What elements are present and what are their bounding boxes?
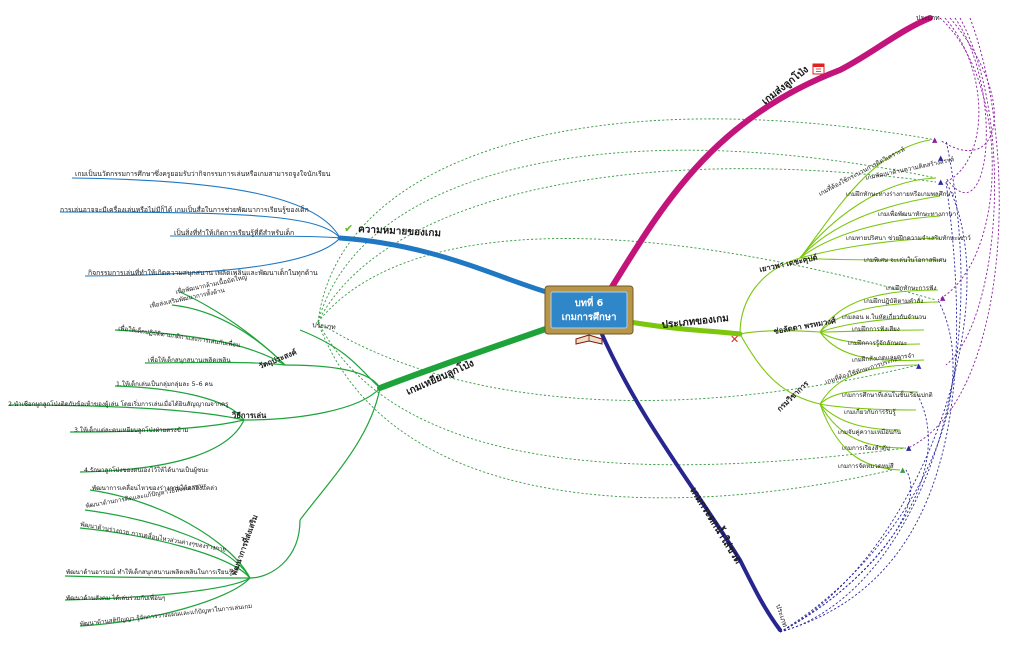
book-icon	[575, 334, 603, 345]
objectives-items: เพื่อพัฒนากล้ามเนื้อมัดใหญ่ เพื่อส่งเสริ…	[118, 272, 248, 364]
meaning-title: ความหมายของเกม	[358, 224, 441, 239]
arrow-icon: ▲	[906, 444, 912, 452]
types-item[interactable]: เกมฝึกการรู้จักลักษณะ	[848, 339, 907, 347]
arrow-icon: ▲	[900, 466, 906, 474]
types-item[interactable]: เกมลอน ผ.ในหัดเกี่ยวกับจำนวน	[842, 313, 927, 321]
chair-game-type-label: ประเภท	[916, 14, 940, 22]
arrow-icon: ▲	[940, 294, 946, 302]
types-item[interactable]: เกมฝึกการฟังเสียง	[852, 325, 900, 333]
development-items: พัฒนาการเคลื่อนไหวของร่างกายให้คล่องแคล่…	[66, 481, 253, 628]
development-item[interactable]: พัฒนาด้านอารมณ์ ทำให้เด็กสนุกสนานเพลิดเพ…	[66, 567, 233, 576]
types-item[interactable]: เกมพิเศษ จะเล่นในโอกาสพิเศษ	[864, 256, 947, 264]
branch-line-cloth-game	[598, 328, 782, 632]
meaning-items: เกมเป็นนวัตกรรมการศึกษาซึ่งครูยอมรับว่าก…	[60, 169, 331, 277]
types-group-author[interactable]: กรมวิชาการ	[775, 378, 811, 413]
meaning-item[interactable]: เป็นสิ่งที่ทำให้เกิดการเรียนรู้ที่ดีสำหร…	[174, 228, 294, 237]
types-item[interactable]: เกมเกี่ยวกับการรับรู้	[844, 408, 896, 416]
meaning-item[interactable]: เกมเป็นนวัตกรรมการศึกษาซึ่งครูยอมรับว่าก…	[75, 169, 331, 178]
check-icon: ✔	[344, 222, 353, 235]
development-item[interactable]: พัฒนาด้านสังคม ได้เล่นร่วมกับเพื่อนๆ	[66, 594, 165, 602]
meaning-item[interactable]: การเล่นอาจจะมีเครื่องเล่นหรือไม่มีก็ได้ …	[60, 205, 309, 214]
development-item[interactable]: พัฒนาด้านสติปัญญา รู้จักการวางแผนและแก้ป…	[79, 602, 252, 628]
ball-game-sublines	[9, 291, 381, 627]
arrow-icon: ▲	[938, 178, 944, 186]
types-item[interactable]: เกมฝึกทักษะการฟัง	[886, 285, 937, 292]
how-to-play-item[interactable]: 4.รักษาลูกโป่งของตนเองไว้ให้ได้นานเป็นผู…	[84, 465, 209, 474]
branch-line-chair-game	[607, 15, 933, 293]
objectives-title[interactable]: วัตถุประสงค์	[257, 347, 298, 371]
center-node[interactable]: บทที่ 6 เกมการศึกษา	[544, 285, 634, 345]
arrow-icon: ▲	[932, 136, 938, 144]
types-group-items: เกมที่ต้องใช้ทักษะการประกอบ เกมการศึกษาท…	[824, 354, 932, 470]
relationship-lines	[317, 17, 1000, 633]
how-to-play-title[interactable]: วิธีการเล่น	[231, 411, 267, 420]
development-item[interactable]: พัฒนาการเคลื่อนไหวของร่างกายให้คล่องแคล่…	[92, 484, 217, 492]
center-title-line2: เกมการศึกษา	[562, 311, 617, 323]
objective-item[interactable]: เพื่อให้เด็กสนุกสนานเพลิดเพลิน	[148, 355, 231, 364]
types-group-items: เกมฝึกทักษะการฟัง เกมฝึกปฏิบัติตามคำสั่ง…	[842, 285, 937, 364]
meaning-item[interactable]: กิจกรรมการเล่นที่ทำให้เกิดความสนุกสนาน เ…	[88, 268, 318, 277]
ball-game-type-label: ประเภท	[312, 321, 337, 331]
meaning-branch-title[interactable]: ✔ ความหมายของเกม	[344, 222, 441, 239]
branch-line-meaning	[337, 235, 563, 299]
arrow-icon: ▲	[938, 154, 944, 162]
branch-line-types	[627, 319, 743, 337]
types-group-author[interactable]: เยาวพา เดชะคุปต์	[759, 253, 819, 275]
types-item[interactable]: เกมเพื่อพัฒนาทักษะทางภาษา	[878, 210, 956, 218]
types-item[interactable]: เกมทายปริศนา ช่วยฝึกความจำเสริมทักษะเชาว…	[846, 234, 971, 242]
main-branches	[337, 15, 933, 632]
cross-icon: ✕	[730, 333, 739, 346]
types-item[interactable]: เกมการศึกษาที่เล่นในชั้นเรียนปกติ	[842, 390, 933, 399]
center-title-line1: บทที่ 6	[575, 295, 604, 309]
types-group-author[interactable]: ช่อลัดดา พรหมวงศ์	[773, 316, 837, 336]
arrowheads: ▲ ▲ ▲ ▲ ▲ ▲ ▲	[900, 136, 946, 474]
types-sublines	[739, 139, 941, 471]
calendar-icon	[812, 63, 825, 75]
how-to-play-item[interactable]: 3.ให้เด็กแต่ละคนเหยียบลูกโป่งฝ่ายตรงข้าม	[74, 425, 188, 434]
types-item[interactable]: เกมการจัดหมวดหมู่สี	[838, 462, 894, 470]
development-item[interactable]: พัฒนาด้านร่างกาย การเคลื่อนไหวส่วนต่างๆข…	[80, 520, 227, 554]
objective-item[interactable]: เพื่อให้เด็กปฏิบัติตามกติกาและการเล่นกับ…	[118, 323, 242, 349]
arrow-icon: ▲	[916, 362, 922, 370]
branch-line-ball-game	[377, 321, 563, 391]
types-item[interactable]: เกมฝึกปฏิบัติตามคำสั่ง	[864, 297, 923, 305]
how-to-play-item[interactable]: 1.ให้เด็กเล่นเป็นกลุ่มกลุ่มละ 5–6 คน	[116, 379, 214, 388]
types-item[interactable]: เกมจับคู่ความเหมือนกัน	[838, 428, 902, 436]
how-to-play-items: 1.ให้เด็กเล่นเป็นกลุ่มกลุ่มละ 5–6 คน 2.น…	[8, 379, 229, 474]
types-item[interactable]: เกมฝึกสังเกตและการจำ	[852, 353, 915, 364]
how-to-play-item[interactable]: 2.นำเชือกผูกลูกโป่งติดกับข้อเท้าของผู้เล…	[8, 400, 229, 408]
chair-game-branch-title[interactable]: เกมส่งลูกโป่ง	[759, 63, 825, 108]
types-item[interactable]: เกมการเรียงลำดับ	[842, 444, 890, 452]
types-item[interactable]: เกมฝึกทักษะทางร่างกายหรือเกมพลศึกษา	[846, 190, 954, 198]
meaning-sublines	[59, 177, 341, 277]
